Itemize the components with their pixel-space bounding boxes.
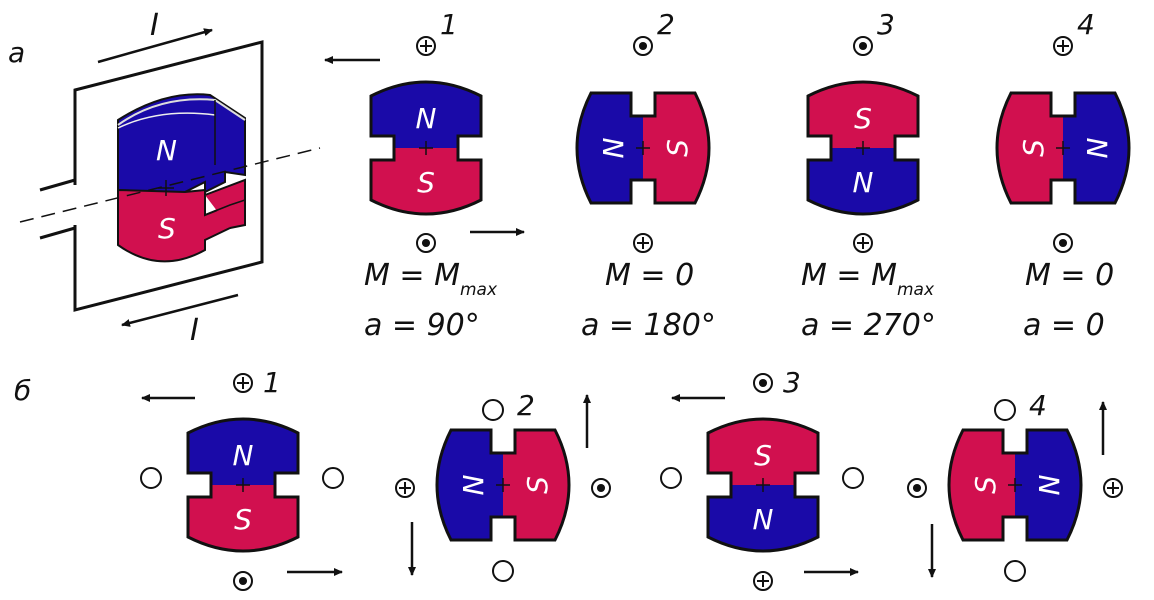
dot-in-circle-icon [416, 233, 436, 253]
current-label-bottom: I [190, 313, 199, 348]
empty-circle-icon [140, 467, 162, 489]
cross-in-circle-icon [416, 36, 436, 56]
moment-label: M = 0 [1025, 258, 1114, 293]
empty-circle-icon [492, 560, 514, 582]
rotation-axis [19, 147, 321, 223]
rotor-top-pole-label: N [457, 474, 490, 495]
position-number: 4 [1029, 389, 1047, 422]
empty-circle-icon [842, 467, 864, 489]
rotor-top-pole-label: S [754, 439, 772, 472]
moment-label: M = 0 [605, 258, 694, 293]
rotor-bottom-pole-label: S [234, 503, 252, 536]
part-a-position-3: SN 3 M = Mmax a = 270° [801, 8, 936, 343]
empty-circle-icon [482, 399, 504, 421]
part-a-label: a [8, 36, 25, 69]
rotor-3d-south-label: S [158, 212, 176, 245]
current-label-top: I [150, 8, 159, 43]
dot-in-circle-icon [753, 373, 773, 393]
position-number: 3 [783, 366, 801, 399]
empty-circle-icon [660, 467, 682, 489]
rotor-bottom-pole-label: S [661, 139, 694, 157]
dot-in-circle-icon [907, 478, 927, 498]
rotor-bottom-pole-label: N [753, 503, 774, 536]
cross-in-circle-icon [1103, 478, 1123, 498]
rotor-top-pole-label: N [416, 102, 437, 135]
rotor-b-1: NS [186, 417, 300, 553]
dot-in-circle-icon [853, 36, 873, 56]
position-number: 2 [657, 8, 675, 41]
rotor-3d-north-label: N [156, 134, 177, 167]
rotor-top-pole-label: N [233, 439, 254, 472]
moment-label: M = Mmax [364, 258, 498, 300]
rotor-top-pole-label: N [597, 137, 630, 158]
current-arrow-bottom [121, 293, 239, 327]
rotor-3d: N S [117, 93, 246, 263]
cross-in-circle-icon [233, 373, 253, 393]
dot-in-circle-icon [1053, 233, 1073, 253]
current-arrow-top [97, 28, 213, 64]
rotor-bottom-pole-label: S [417, 166, 435, 199]
cross-in-circle-icon [395, 478, 415, 498]
rotor-bottom-pole-label: S [521, 476, 554, 494]
angle-label: a = 90° [364, 308, 480, 343]
cross-in-circle-icon [633, 233, 653, 253]
part-b-position-3: SN 3 [660, 366, 864, 591]
angle-label: a = 180° [581, 308, 716, 343]
rotor-bottom-pole-label: N [1033, 474, 1066, 495]
part-b-label: б [14, 374, 31, 407]
cross-in-circle-icon [753, 571, 773, 591]
empty-circle-icon [322, 467, 344, 489]
rotor-bottom-pole-label: N [1081, 137, 1114, 158]
dot-in-circle-icon [591, 478, 611, 498]
cross-in-circle-icon [853, 233, 873, 253]
position-number: 1 [440, 8, 458, 41]
coil-frame [39, 40, 264, 312]
rotor-top-pole-label: S [854, 102, 872, 135]
rotor-1: NS [369, 80, 483, 216]
rotor-bottom-pole-label: N [853, 166, 874, 199]
position-number: 4 [1077, 8, 1095, 41]
dot-in-circle-icon [633, 36, 653, 56]
position-number: 1 [263, 366, 281, 399]
position-number: 3 [877, 8, 895, 41]
angle-label: a = 270° [801, 308, 936, 343]
part-b-position-1: NS 1 [140, 366, 344, 591]
cross-in-circle-icon [1053, 36, 1073, 56]
rotor-top-pole-label: S [969, 476, 1002, 494]
part-a-position-1: NS 1 M = Mmax a = 90° [364, 8, 498, 343]
empty-circle-icon [1004, 560, 1026, 582]
moment-label: M = Mmax [801, 258, 935, 300]
angle-label: a = 0 [1023, 308, 1105, 343]
rotor-b-3: SN [706, 417, 820, 553]
rotor-3: SN [806, 80, 920, 216]
empty-circle-icon [994, 399, 1016, 421]
rotor-top-pole-label: S [1017, 139, 1050, 157]
dot-in-circle-icon [233, 571, 253, 591]
position-number: 2 [517, 389, 535, 422]
